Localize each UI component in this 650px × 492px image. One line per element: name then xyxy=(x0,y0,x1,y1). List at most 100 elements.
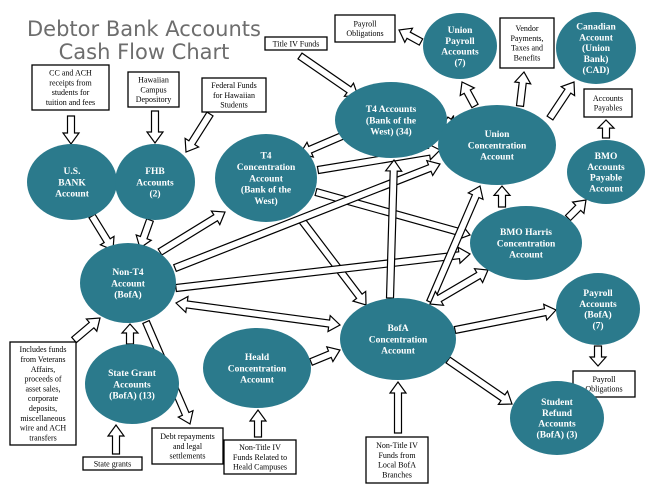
node-label-line: Union xyxy=(448,26,474,36)
box-text-line: receipts from xyxy=(49,78,92,87)
node-label-line: Account xyxy=(55,190,90,200)
box-text-line: Payroll xyxy=(592,375,616,384)
node-us-bank: U.S.BANK Account xyxy=(27,144,117,220)
box-text-line: corporate xyxy=(28,394,59,403)
node-label-line: (BofA) (13) xyxy=(109,391,155,402)
node-label-line: FHB xyxy=(145,167,165,177)
node-ellipse xyxy=(27,144,117,220)
box-text-line: Debt repayments xyxy=(160,432,214,441)
flow-arrows xyxy=(61,27,616,455)
arrow-non-title-bofa-to-bofa xyxy=(388,380,408,434)
arrow-fhb-to-non-t4 xyxy=(135,218,155,249)
node-ellipse xyxy=(85,344,179,424)
node-label-line: Refund xyxy=(542,409,573,419)
node-label-line: Concentration xyxy=(369,335,428,345)
arrow-state-grants-to-state-grant xyxy=(106,423,126,455)
node-label-line: Accounts xyxy=(538,420,576,430)
box-frame xyxy=(264,36,328,51)
node-label-line: BANK xyxy=(58,178,86,188)
node-label-line: T4 xyxy=(260,152,271,162)
box-text-line: students for xyxy=(52,88,90,97)
node-label-line: (Union xyxy=(582,43,611,54)
node-label-line: U.S. xyxy=(64,167,81,177)
box-text-line: from Veterans xyxy=(21,355,66,364)
arrow-federal-to-fhb xyxy=(184,111,214,153)
box-text-line: Campus xyxy=(140,85,166,94)
arrow-union-conc-to-canadian xyxy=(546,81,576,121)
box-title-iv: Title IV Funds xyxy=(264,36,328,51)
arrow-non-title-heald-to-heald xyxy=(248,408,268,438)
box-text-line: Funds from xyxy=(378,451,416,460)
title-line-2: Cash Flow Chart xyxy=(58,40,230,64)
arrow-heald-to-bofa-conc xyxy=(308,345,341,366)
box-frame xyxy=(127,71,180,108)
node-label-line: Payroll xyxy=(583,289,613,299)
arrow-bofa-conc-to-union-conc xyxy=(426,185,484,305)
node-label-line: West) xyxy=(254,196,277,207)
box-text-line: Obligations xyxy=(346,29,383,38)
box-frame xyxy=(9,341,77,446)
node-label-line: Union xyxy=(485,130,511,140)
box-text-line: Title IV Funds xyxy=(273,39,320,48)
box-text-line: Taxes and xyxy=(511,44,543,53)
title-line-1: Debtor Bank Accounts xyxy=(27,17,261,41)
box-text-line: settlements xyxy=(170,452,206,461)
node-label-line: Account xyxy=(589,184,624,194)
node-label-line: Bank) xyxy=(584,54,609,65)
box-frame xyxy=(499,17,555,69)
node-label-line: (BofA) xyxy=(114,290,141,301)
box-text-line: Payables xyxy=(594,104,622,113)
arrow-union-conc-to-vendor xyxy=(513,70,532,108)
node-label-line: Heald xyxy=(245,353,270,363)
box-text-line: miscellaneous xyxy=(20,414,65,423)
node-label-line: Account xyxy=(480,153,515,163)
box-text-line: Hawaiian xyxy=(138,76,169,85)
arrow-state-grant-to-non-t4 xyxy=(120,323,140,345)
node-ellipse xyxy=(215,134,317,222)
node-ellipse xyxy=(510,381,604,455)
node-label-line: Accounts xyxy=(113,380,151,390)
box-text-line: Branches xyxy=(382,471,412,480)
box-text-line: Non-Title IV xyxy=(376,441,418,450)
box-text-line: Students xyxy=(220,101,248,110)
node-label-line: Concentration xyxy=(497,239,556,249)
node-ellipse xyxy=(556,12,636,84)
node-ellipse xyxy=(80,243,176,323)
box-frame xyxy=(82,456,143,471)
node-label-line: Account xyxy=(240,376,275,386)
box-text-line: and legal xyxy=(173,442,203,451)
box-frame xyxy=(365,436,429,484)
node-ellipse xyxy=(438,105,556,185)
node-label-line: Payroll xyxy=(445,37,475,47)
box-text-line: deposits, xyxy=(29,404,57,413)
node-ellipse xyxy=(115,144,195,220)
box-text-line: Federal Funds xyxy=(211,81,257,90)
arrow-non-t4-to-bmo-harris xyxy=(174,246,472,293)
arrow-hawaiian-to-fhb xyxy=(145,110,165,145)
node-label-line: Account xyxy=(249,174,284,184)
arrow-bmo-harris-to-bmo-payable xyxy=(564,199,587,222)
node-label-line: Student xyxy=(541,398,574,408)
node-ellipse xyxy=(423,13,497,79)
node-label-line: (Bank of the xyxy=(366,115,416,126)
node-label-line: Concentration xyxy=(228,364,287,374)
box-text-line: Vendor xyxy=(515,24,538,33)
arrow-title-iv-to-t4-accounts xyxy=(297,52,359,97)
box-text-line: asset sales, xyxy=(25,384,60,393)
node-label-line: Canadian xyxy=(576,23,616,33)
node-label-line: Account xyxy=(111,279,146,289)
